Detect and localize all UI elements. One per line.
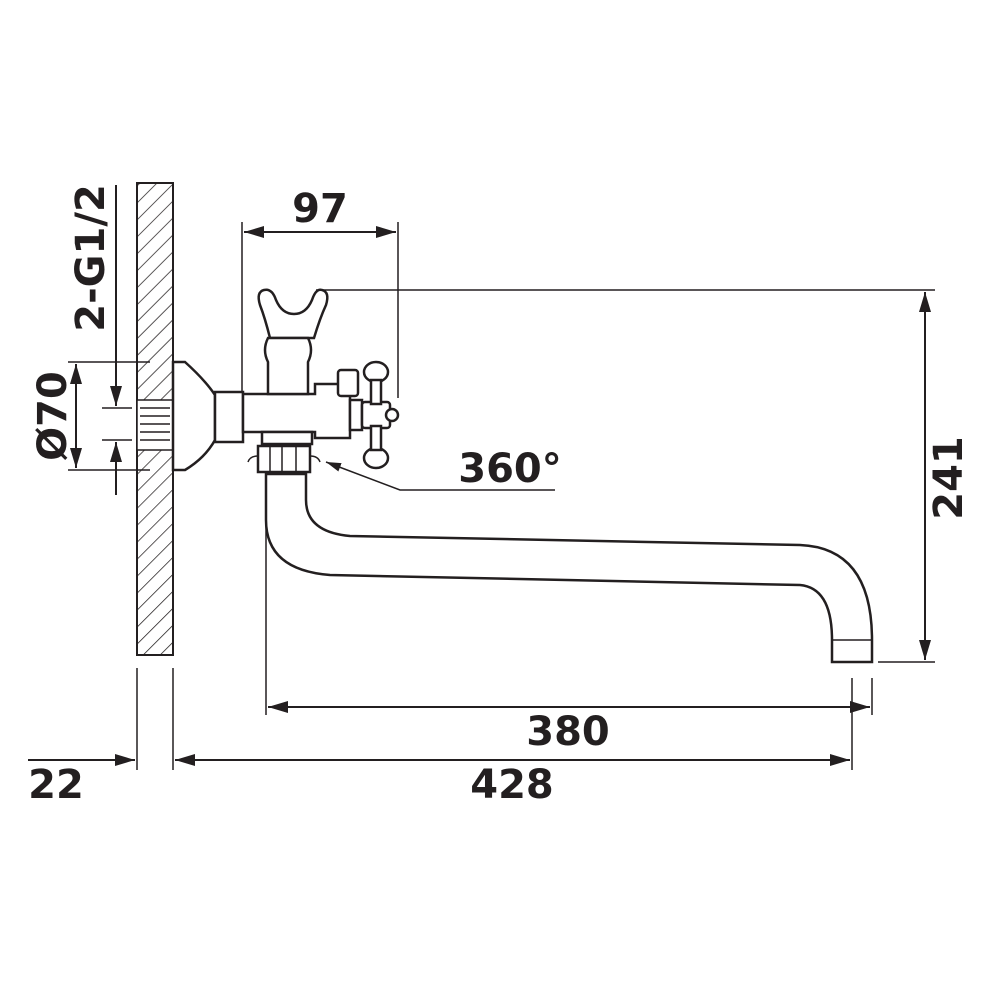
label-handle-offset: 97 [292, 186, 348, 232]
label-spout-reach: 380 [526, 709, 610, 755]
label-wall-gap: 22 [28, 762, 84, 808]
label-flange-diameter: Ø70 [30, 371, 76, 461]
spout [264, 472, 874, 664]
dimension-lines [28, 185, 935, 770]
shower-holder [257, 288, 329, 396]
swivel-nut [247, 444, 321, 474]
label-rotation: 360° [458, 446, 562, 492]
label-height: 241 [926, 436, 972, 520]
cross-handle [360, 360, 400, 470]
label-thread: 2-G1/2 [68, 184, 114, 332]
mixer-body [213, 368, 364, 446]
wall-flange [171, 360, 217, 472]
label-total-reach: 428 [470, 762, 554, 808]
wall [136, 182, 174, 656]
